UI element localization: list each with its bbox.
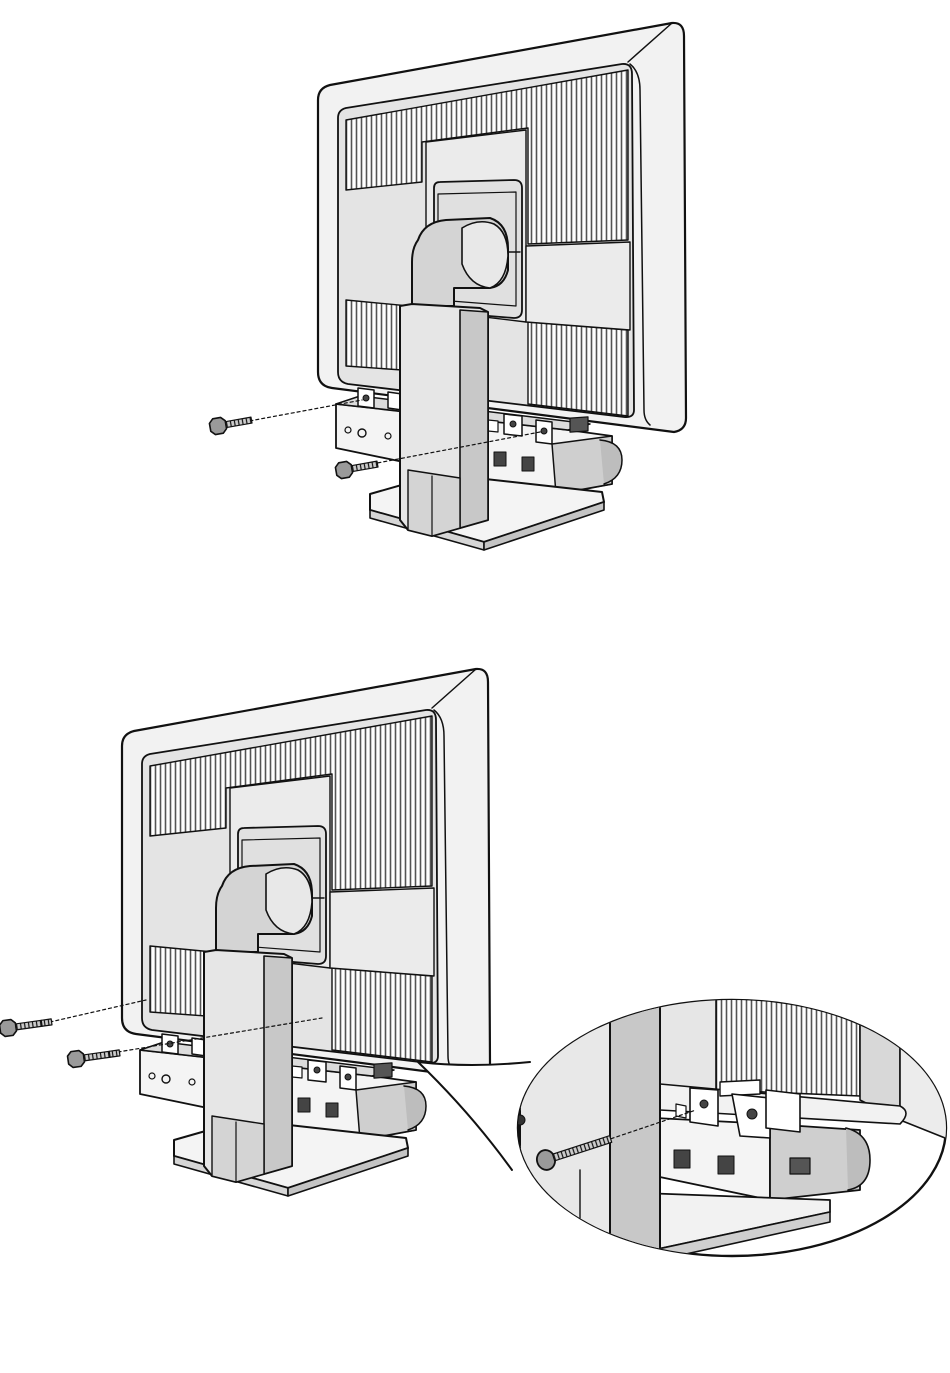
screw-icon [335,456,379,479]
monitor-rear-view-with-detail [0,669,950,1282]
screw-icon [209,412,253,435]
screw-icon [67,1045,121,1068]
screw-icon [0,1014,53,1037]
magnifier-callout [418,990,950,1282]
monitor-rear-view [209,23,686,550]
